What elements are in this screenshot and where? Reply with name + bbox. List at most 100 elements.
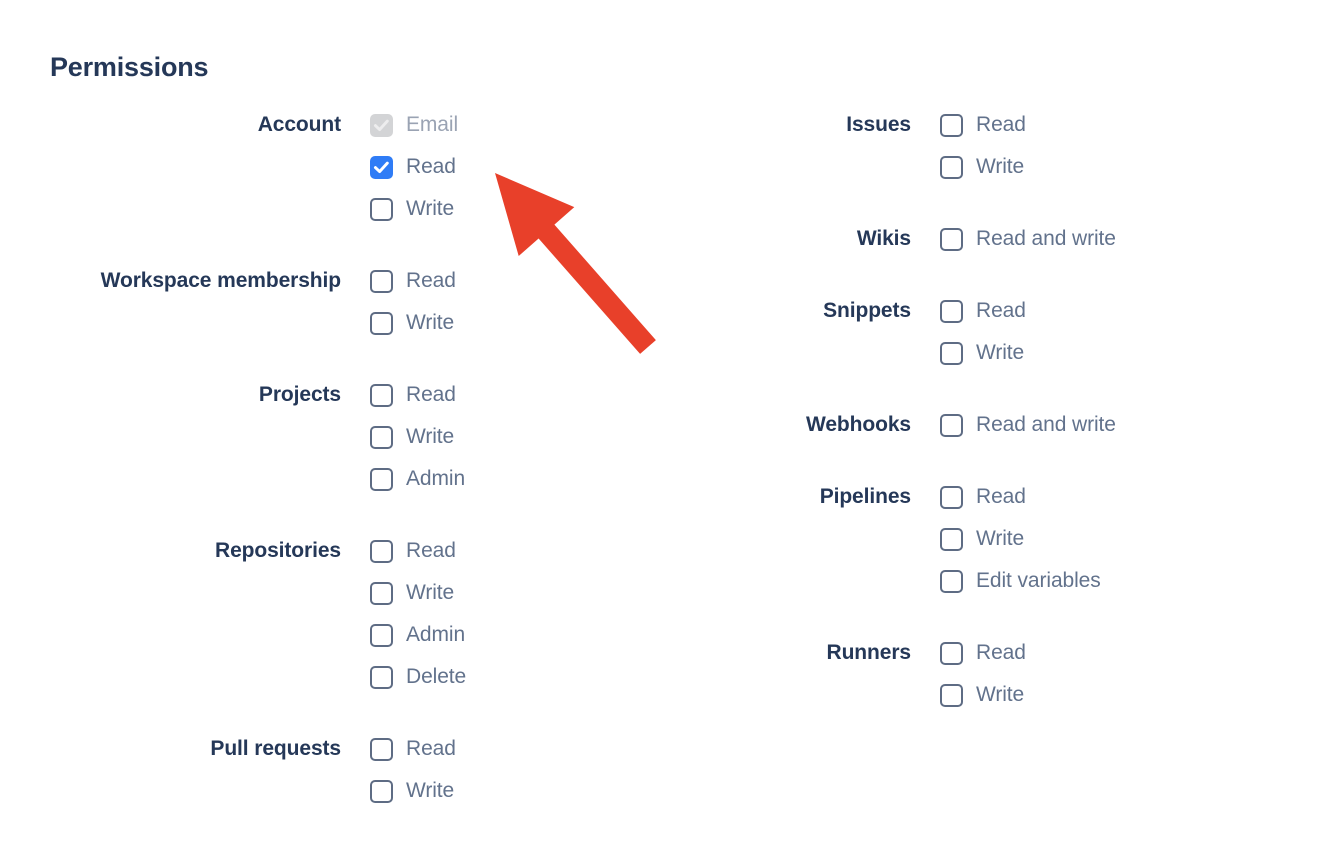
pipelines-write-label: Write	[976, 527, 1025, 550]
permission-option-wikis-read-and-write[interactable]: Read and write	[940, 218, 1116, 260]
permission-option-workspace-membership-read[interactable]: Read	[370, 260, 456, 302]
permission-option-pull-requests-write[interactable]: Write	[370, 770, 456, 812]
pull-requests-write-label: Write	[406, 779, 455, 802]
permission-option-webhooks-read-and-write[interactable]: Read and write	[940, 404, 1116, 446]
repositories-write-checkbox[interactable]	[370, 581, 393, 605]
runners-write-label: Write	[976, 683, 1025, 706]
permission-option-runners-read[interactable]: Read	[940, 632, 1026, 674]
issues-read-checkbox[interactable]	[940, 113, 963, 137]
runners-read-label: Read	[976, 641, 1026, 664]
permission-option-repositories-delete[interactable]: Delete	[370, 656, 466, 698]
account-read-checkbox[interactable]	[370, 155, 393, 179]
pipelines-read-checkbox[interactable]	[940, 485, 963, 509]
permission-option-pipelines-write[interactable]: Write	[940, 518, 1101, 560]
permission-option-pull-requests-read[interactable]: Read	[370, 728, 456, 770]
pipelines-edit-variables-checkbox[interactable]	[940, 569, 963, 593]
workspace-membership-read-checkbox[interactable]	[370, 269, 393, 293]
permission-option-projects-write[interactable]: Write	[370, 416, 465, 458]
repositories-delete-label: Delete	[406, 665, 467, 688]
group-label-snippets: Snippets	[823, 299, 911, 322]
account-email-label: Email	[406, 113, 459, 136]
permission-option-projects-admin[interactable]: Admin	[370, 458, 465, 500]
repositories-write-label: Write	[406, 581, 455, 604]
workspace-membership-read-label: Read	[406, 269, 456, 292]
pipelines-edit-variables-label: Edit variables	[976, 569, 1101, 592]
runners-write-checkbox[interactable]	[940, 683, 963, 707]
group-label-account: Account	[257, 113, 341, 136]
projects-admin-label: Admin	[406, 467, 466, 490]
group-label-projects: Projects	[258, 383, 341, 406]
runners-read-checkbox[interactable]	[940, 641, 963, 665]
group-label-repositories: Repositories	[215, 539, 341, 562]
issues-write-label: Write	[976, 155, 1025, 178]
snippets-write-checkbox[interactable]	[940, 341, 963, 365]
projects-admin-checkbox[interactable]	[370, 467, 393, 491]
permission-option-issues-read[interactable]: Read	[940, 104, 1026, 146]
snippets-read-checkbox[interactable]	[940, 299, 963, 323]
group-label-pipelines: Pipelines	[819, 485, 911, 508]
permission-option-runners-write[interactable]: Write	[940, 674, 1026, 716]
account-write-label: Write	[406, 197, 455, 220]
permission-option-account-email[interactable]: Email	[370, 104, 458, 146]
permission-option-repositories-write[interactable]: Write	[370, 572, 466, 614]
workspace-membership-write-checkbox[interactable]	[370, 311, 393, 335]
group-label-runners: Runners	[826, 641, 912, 664]
wikis-read-and-write-checkbox[interactable]	[940, 227, 963, 251]
permission-option-issues-write[interactable]: Write	[940, 146, 1026, 188]
group-label-wikis: Wikis	[856, 227, 911, 250]
group-label-issues: Issues	[846, 113, 911, 136]
repositories-delete-checkbox[interactable]	[370, 665, 393, 689]
repositories-read-label: Read	[406, 539, 456, 562]
permission-option-repositories-read[interactable]: Read	[370, 530, 466, 572]
webhooks-read-and-write-checkbox[interactable]	[940, 413, 963, 437]
issues-write-checkbox[interactable]	[940, 155, 963, 179]
snippets-write-label: Write	[976, 341, 1025, 364]
group-label-pull-requests: Pull requests	[210, 737, 341, 760]
pipelines-write-checkbox[interactable]	[940, 527, 963, 551]
permission-option-account-read[interactable]: Read	[370, 146, 458, 188]
webhooks-read-and-write-label: Read and write	[976, 413, 1116, 436]
pull-requests-write-checkbox[interactable]	[370, 779, 393, 803]
group-options-wikis: Read and write	[911, 218, 1116, 260]
group-label-webhooks: Webhooks	[806, 413, 911, 436]
pipelines-read-label: Read	[976, 485, 1026, 508]
repositories-admin-label: Admin	[406, 623, 466, 646]
account-write-checkbox[interactable]	[370, 197, 393, 221]
permission-option-snippets-write[interactable]: Write	[940, 332, 1026, 374]
permission-option-pipelines-edit-variables[interactable]: Edit variables	[940, 560, 1101, 602]
permission-option-repositories-admin[interactable]: Admin	[370, 614, 466, 656]
permission-option-snippets-read[interactable]: Read	[940, 290, 1026, 332]
permission-group-webhooks: Webhooks Read and write	[660, 404, 1322, 446]
group-options-webhooks: Read and write	[911, 404, 1116, 446]
pull-requests-read-checkbox[interactable]	[370, 737, 393, 761]
repositories-read-checkbox[interactable]	[370, 539, 393, 563]
permission-option-workspace-membership-write[interactable]: Write	[370, 302, 456, 344]
permission-option-projects-read[interactable]: Read	[370, 374, 465, 416]
projects-read-checkbox[interactable]	[370, 383, 393, 407]
repositories-admin-checkbox[interactable]	[370, 623, 393, 647]
permission-group-wikis: Wikis Read and write	[660, 218, 1322, 260]
pull-requests-read-label: Read	[406, 737, 456, 760]
permission-option-account-write[interactable]: Write	[370, 188, 458, 230]
workspace-membership-write-label: Write	[406, 311, 455, 334]
projects-write-checkbox[interactable]	[370, 425, 393, 449]
permission-option-pipelines-read[interactable]: Read	[940, 476, 1101, 518]
